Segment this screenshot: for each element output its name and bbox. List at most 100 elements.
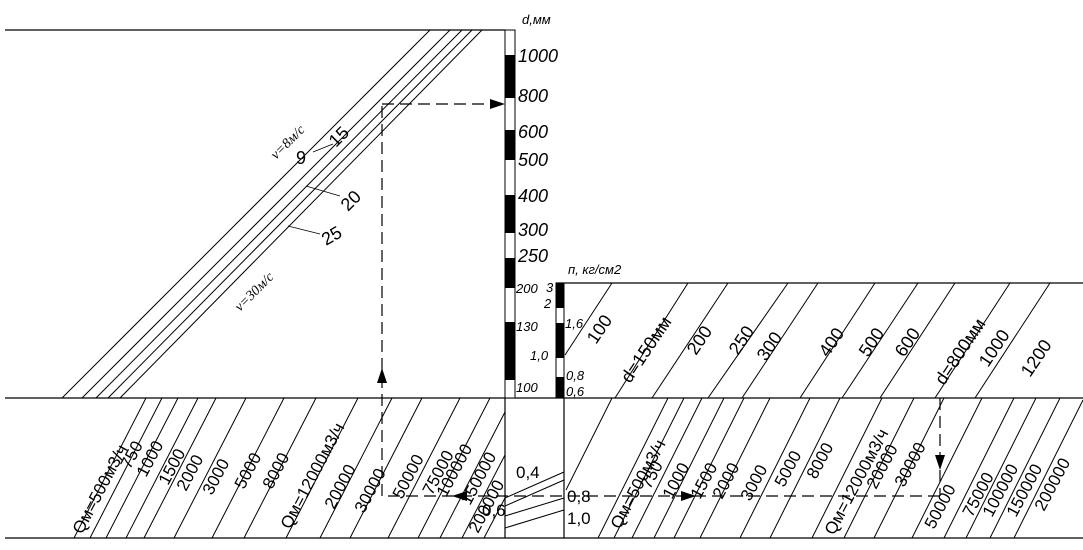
diameter-line (564, 282, 613, 356)
d-tick: 130 (516, 319, 538, 334)
arrow-down-icon (935, 455, 945, 470)
diameter-line (879, 282, 956, 399)
bottom-center-lines (504, 471, 565, 529)
q-line (319, 397, 393, 539)
diameter-label: 400 (815, 324, 848, 360)
d-axis-title: d,мм (522, 12, 551, 27)
q-line (965, 397, 1037, 539)
diameter-line (741, 282, 819, 399)
pressure-line (504, 509, 565, 529)
p-scale-segment (556, 283, 564, 308)
q-line (387, 397, 461, 539)
d-tick: 250 (517, 246, 548, 266)
p-tick: 0,6 (566, 384, 585, 399)
diameter-line (974, 282, 1051, 399)
diameter-line (651, 282, 729, 399)
diameter-line (614, 282, 689, 399)
q-line (739, 397, 811, 539)
q-line (673, 397, 745, 539)
diameter-label: 600 (891, 324, 924, 360)
arrow-up-icon (377, 368, 387, 383)
leader-line (312, 143, 334, 153)
diameter-line (707, 282, 789, 399)
d-tick: 300 (518, 220, 548, 240)
d-tick: 800 (518, 86, 548, 106)
velocity-label: 25 (318, 222, 345, 249)
q-line (89, 397, 163, 539)
q-line (811, 397, 883, 539)
diameter-label: 500 (855, 324, 888, 360)
d-scale-segment (505, 258, 515, 288)
p-scale-segment (556, 377, 564, 398)
q-line (1013, 399, 1083, 539)
q-line (613, 397, 685, 539)
bottom-right-q-lines (565, 397, 1083, 539)
q-line (173, 397, 247, 539)
q-line (989, 397, 1061, 539)
d-tick: 1000 (518, 46, 558, 66)
p-scale: п, кг/см2 3 2 1,0 1,6 0,8 0,6 (530, 262, 622, 399)
q-line (143, 397, 217, 539)
leader-line (287, 225, 321, 235)
q-line (243, 397, 317, 539)
q-label: 30000 (891, 439, 930, 490)
q-line (631, 397, 703, 539)
q-line (843, 397, 915, 539)
q-line (769, 397, 841, 539)
diameter-line (799, 282, 876, 399)
q-line (943, 397, 1015, 539)
q-line (349, 397, 423, 539)
d-scale-segment (505, 322, 515, 380)
pressure-line (504, 479, 565, 507)
q-line (105, 397, 179, 539)
leader-line (305, 185, 341, 197)
d-tick: 600 (518, 122, 548, 142)
example-path-arrows (377, 99, 945, 501)
p-tick: 2 (543, 296, 552, 311)
velocity-line (107, 29, 473, 399)
diameter-lines (564, 282, 1051, 399)
diameter-label: 1200 (1017, 336, 1056, 380)
q-label: 8000 (259, 450, 294, 492)
q-label: 5000 (771, 448, 806, 490)
q-line (911, 397, 983, 539)
velocity-line (95, 29, 463, 399)
bottom-left-q-lines (73, 397, 506, 539)
q-line (125, 397, 199, 539)
bottom-left-q-labels: Qм=500м3/ч 750 1000 1500 2000 3000 5000 … (69, 420, 508, 537)
q-label: 50000 (389, 451, 428, 502)
center-label: 0,4 (516, 463, 540, 482)
velocity-line (81, 29, 451, 399)
diameter-label: 100 (583, 311, 616, 347)
p-axis-title: п, кг/см2 (568, 262, 622, 277)
frame-lines (5, 29, 1083, 539)
q-label: 8000 (803, 440, 838, 482)
d-tick: 400 (518, 186, 548, 206)
p-scale-segment (556, 323, 564, 358)
diameter-line (934, 282, 1011, 399)
q-line (653, 397, 725, 539)
d-tick: 200 (515, 281, 538, 296)
velocity-line (119, 29, 483, 399)
d-scale-segment (505, 130, 515, 160)
q-label: 5000 (231, 450, 266, 492)
arrow-right-icon (490, 99, 505, 109)
d-scale-segment (505, 55, 515, 98)
example-path (381, 103, 941, 497)
q-line (439, 411, 506, 539)
diameter-line (841, 282, 919, 399)
velocity-label: 20 (337, 187, 365, 215)
velocity-leaders (287, 143, 341, 235)
arrow-right-icon (681, 491, 696, 501)
center-label: 1,0 (567, 509, 591, 528)
d-scale-segment (505, 195, 515, 233)
q-line (597, 397, 669, 539)
d-tick: 500 (518, 150, 548, 170)
pressure-line (504, 497, 565, 517)
d-scale: d,мм 1000 800 600 500 400 300 250 200 13… (504, 12, 558, 399)
d-tick: 100 (516, 380, 538, 395)
q-line (211, 397, 285, 539)
p-tick: 1,0 (530, 348, 549, 363)
diameter-label: 200 (683, 322, 716, 358)
p-tick: 3 (546, 280, 554, 295)
